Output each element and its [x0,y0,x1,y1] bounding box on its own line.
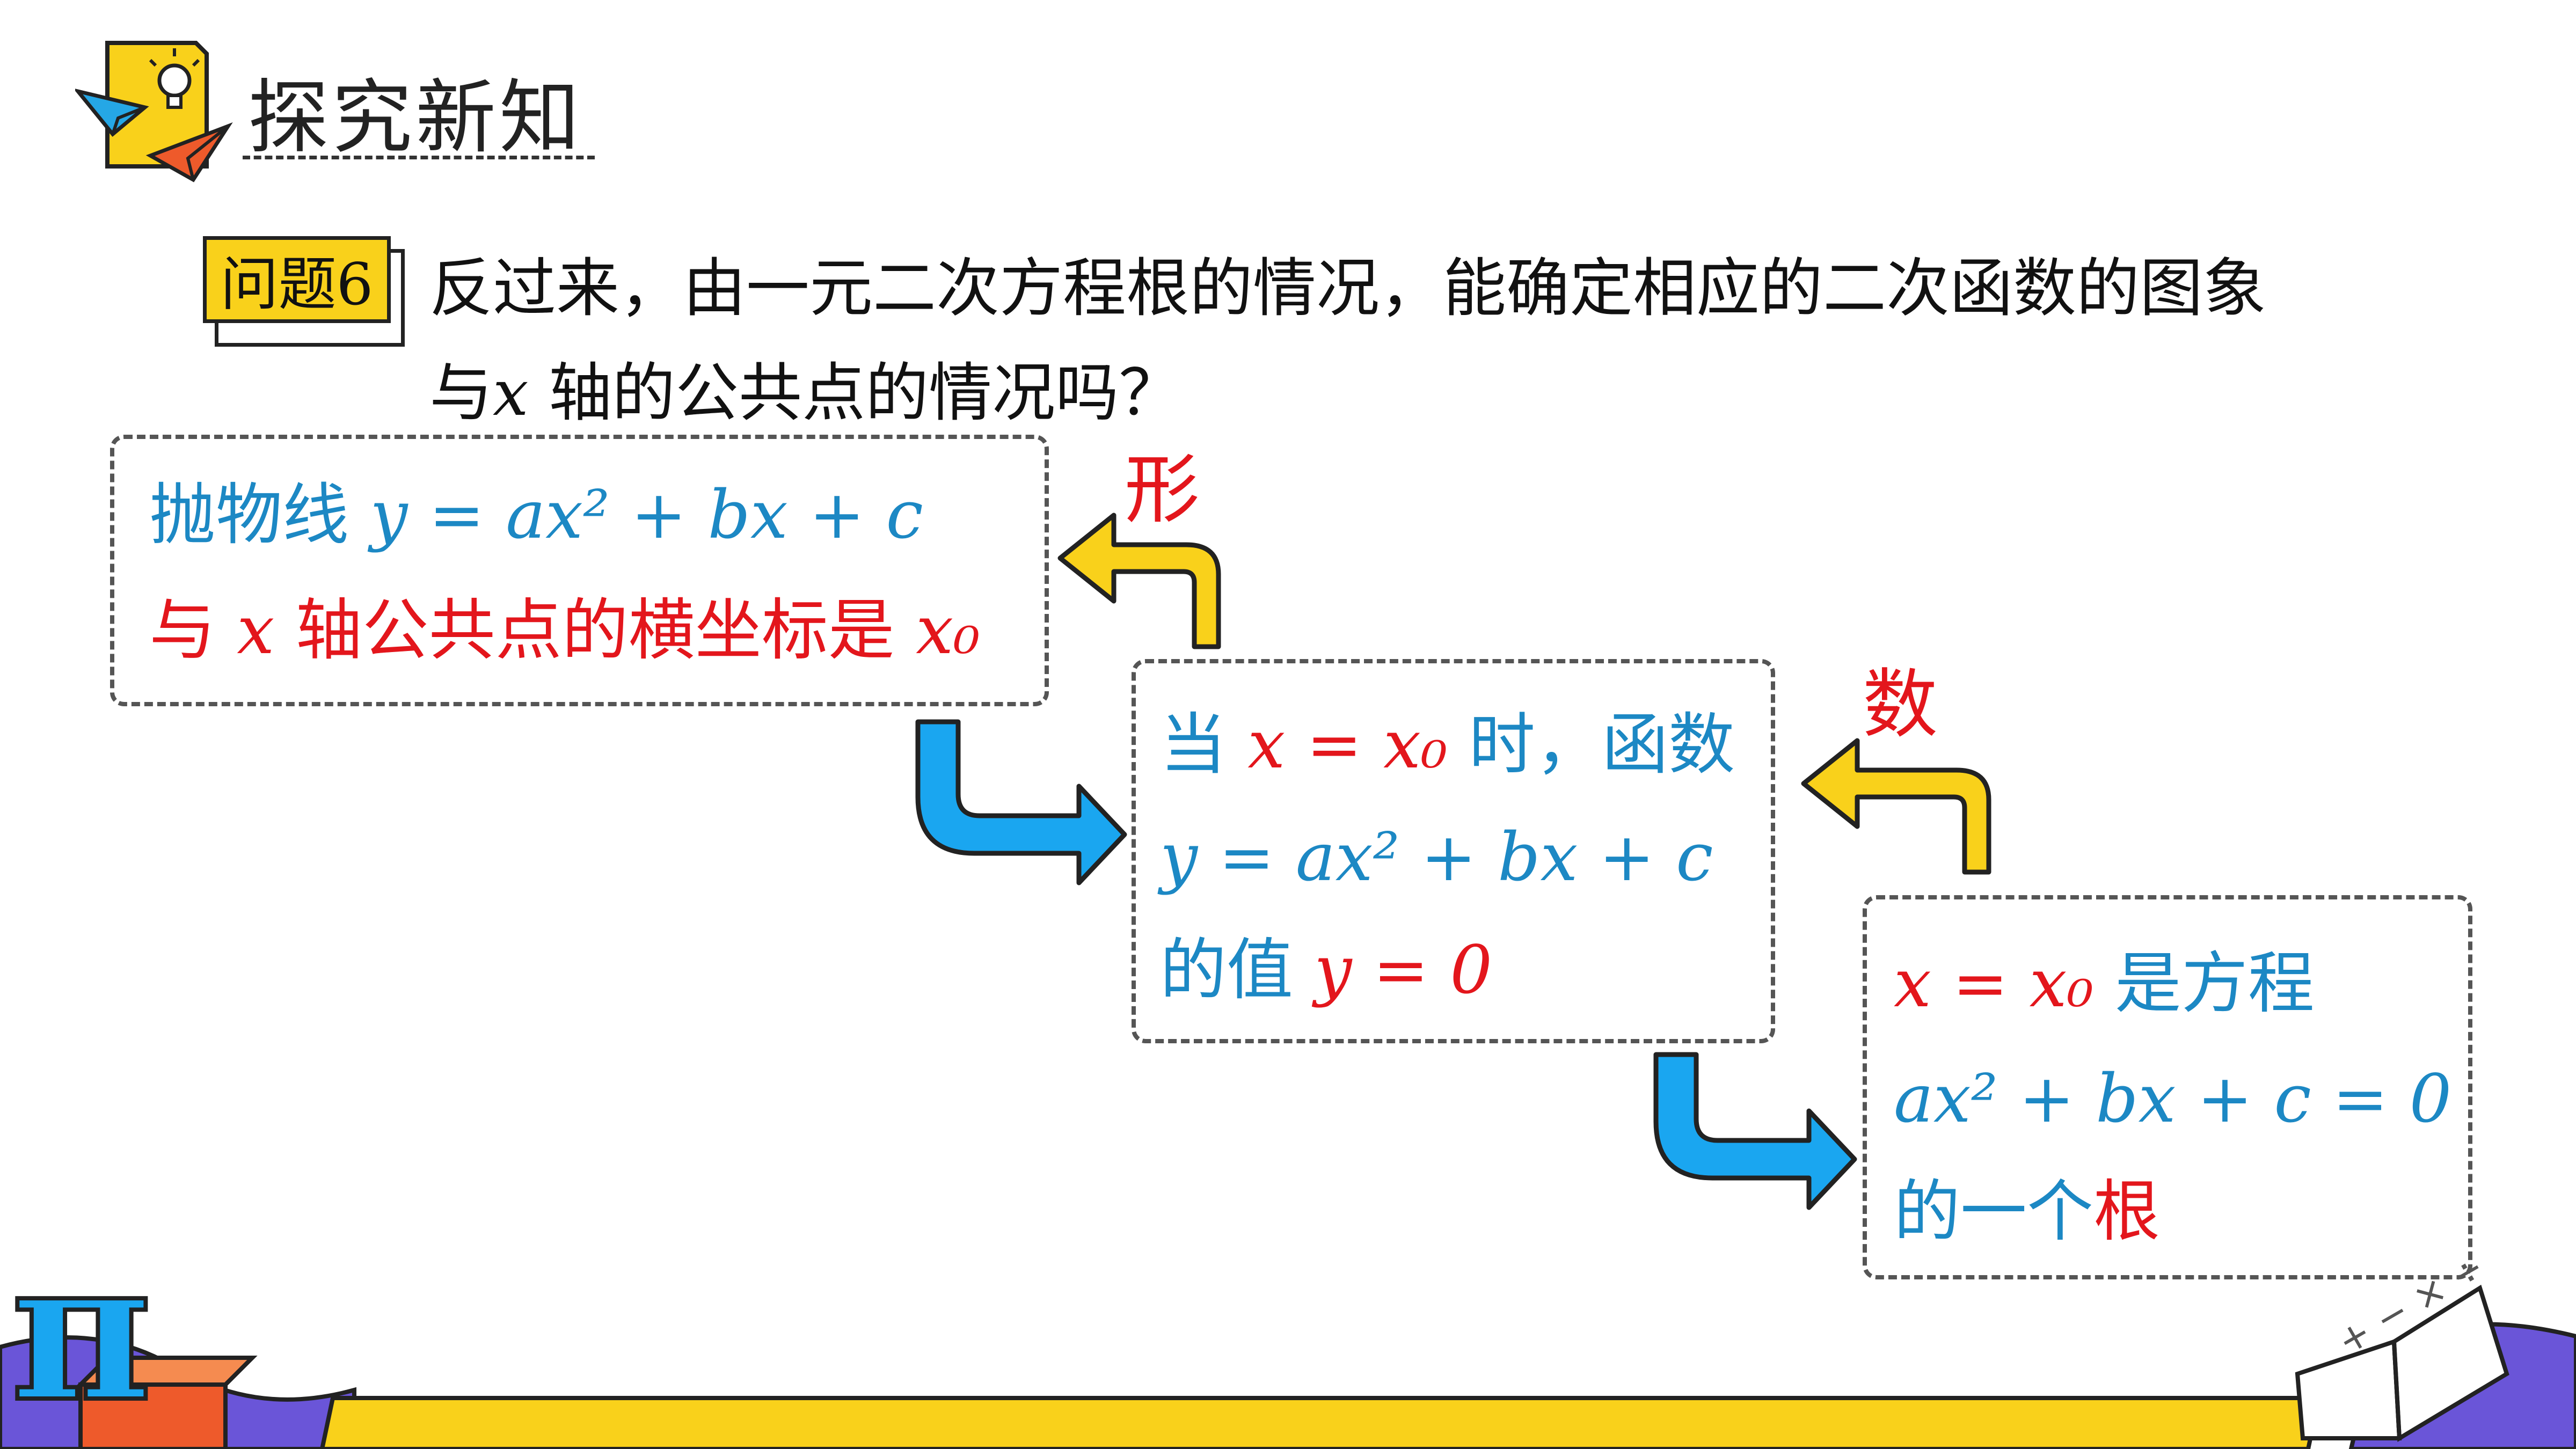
root-box-line-2: ax² + bx + c = 0 [1894,1066,2451,1132]
value-text: 的值 [1160,932,1315,1009]
parabola-formula: y = ax² + bx + c [370,477,923,554]
parabola-box: 抛物线 y = ax² + bx + c 与 x 轴公共点的横坐标是 x₀ [110,435,1049,706]
question-line-2: 与x 轴的公共点的情况吗？ [429,341,2266,445]
intersect-var: x [237,592,275,669]
when-suffix: 时，函数 [1447,706,1735,784]
root-box-line-1: x = x₀ 是方程 [1894,950,2315,1017]
yellow-arrow-shape-icon [1057,513,1221,649]
question-badge-label: 问题6 [220,251,374,318]
function-box-line-2: y = ax² + bx + c [1160,824,1713,891]
value-formula: y = 0 [1314,932,1493,1009]
root-text: 是方程 [2093,945,2315,1022]
question-line-2-prefix: 与 [429,356,493,430]
intersect-text-a: 与 [149,592,237,669]
question-badge: 问题6 [203,236,391,323]
question-line-2-var: x [493,356,529,430]
root-box-line-3: 的一个根 [1894,1179,2160,1245]
equation-root-box: x = x₀ 是方程 ax² + bx + c = 0 的一个根 [1863,895,2472,1279]
parabola-box-line-2: 与 x 轴公共点的横坐标是 x₀ [149,597,980,664]
function-box-line-1: 当 x = x₀ 时，函数 [1160,712,1735,778]
parabola-label: 抛物线 [149,477,370,554]
bottom-decoration [0,1322,2576,1449]
blue-arrow-down-right-icon [915,719,1127,885]
page-title: 探究新知 [248,71,583,165]
when-formula: x = x₀ [1247,706,1448,784]
label-shape: 形 [1125,447,1200,534]
root-formula: x = x₀ [1894,945,2094,1022]
question-line-1: 反过来，由一元二次方程根的情况，能确定相应的二次函数的图象 [429,251,2267,325]
function-value-box: 当 x = x₀ 时，函数 y = ax² + bx + c 的值 y = 0 [1132,659,1775,1043]
root-word: 根 [2093,1173,2161,1250]
blue-arrow-down-right-icon-2 [1653,1052,1857,1210]
yellow-arrow-number-icon [1801,738,1991,875]
title-underline [243,156,595,159]
open-book-icon [2295,1284,2509,1442]
parabola-box-line-1: 抛物线 y = ax² + bx + c [149,482,923,548]
equation-formula: ax² + bx + c = 0 [1894,1060,2452,1138]
when-text: 当 [1160,706,1248,784]
intersect-text-b: 轴公共点的横坐标是 [274,592,916,669]
intersect-x0: x₀ [916,592,980,669]
function-box-line-3: 的值 y = 0 [1160,937,1492,1004]
one-text: 的一个 [1894,1173,2094,1250]
label-number: 数 [1863,661,1938,749]
question-text: 反过来，由一元二次方程根的情况，能确定相应的二次函数的图象 与x 轴的公共点的情… [429,236,2266,445]
pi-symbol: π [9,1217,154,1444]
paper-plane-lightbulb-icon [75,41,233,182]
question-line-2-suffix: 轴的公共点的情况吗？ [528,356,1183,430]
function-formula: y = ax² + bx + c [1160,819,1713,896]
